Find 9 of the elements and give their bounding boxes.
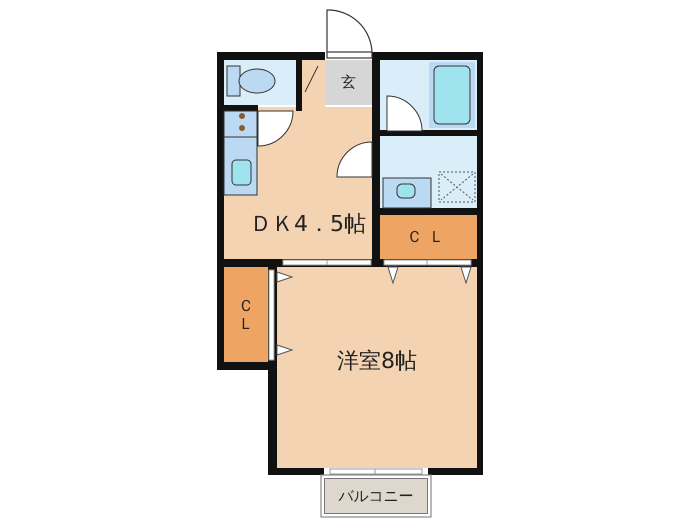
room-label: バルコニー [338,488,414,504]
closet-area [380,215,477,259]
entrance-area [325,60,372,105]
room-label: ＣＬ [406,228,450,246]
room-label: ＤＫ4．5帖 [250,212,366,238]
room-label: 洋室8帖 [337,350,417,375]
room-label: ＣＬ [238,296,254,332]
closet-area [224,267,268,362]
room-label: 玄 [341,74,356,91]
